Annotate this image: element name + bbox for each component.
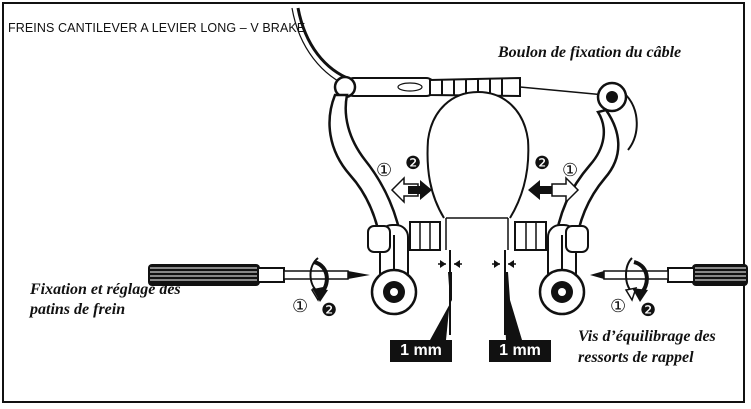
tyre	[426, 90, 530, 250]
marker-left-top-one: ①	[376, 160, 393, 181]
left-screwdriver	[148, 264, 370, 286]
brake-cable	[519, 86, 606, 96]
clearance-label-right: 1 mm	[489, 340, 551, 362]
marker-left-top-two: ❷	[405, 153, 422, 174]
left-outward-arrow	[390, 176, 419, 204]
clearance-label-left: 1 mm	[390, 340, 452, 362]
right-screwdriver	[590, 264, 748, 286]
left-brake-arm	[328, 93, 418, 316]
diagram-title: FREINS CANTILEVER A LEVIER LONG – V BRAK…	[8, 21, 306, 35]
label-cable-fixing-bolt: Boulon de fixation du câble	[498, 44, 682, 61]
cable-housing	[296, 7, 353, 82]
left-clearance-marker	[430, 260, 462, 340]
marker-left-screw-two: ❷	[321, 300, 338, 321]
marker-right-screw-two: ❷	[640, 300, 657, 321]
marker-right-top-one: ①	[562, 160, 579, 181]
marker-left-screw-one: ①	[292, 296, 309, 317]
marker-right-top-two: ❷	[534, 153, 551, 174]
right-brake-pad	[514, 221, 589, 253]
right-brake-arm	[538, 108, 620, 316]
left-inward-arrow	[408, 180, 432, 200]
cable-noodle	[333, 75, 436, 99]
right-clearance-marker	[492, 260, 522, 340]
marker-right-screw-one: ①	[610, 296, 627, 317]
label-pad-fixing: Fixation et réglage des patins de frein	[30, 281, 181, 318]
label-spring-balance-screw: Vis d’équilibrage des ressorts de rappel	[578, 328, 716, 366]
left-brake-pad	[367, 221, 441, 253]
right-outward-arrow	[551, 176, 580, 204]
right-inward-arrow	[528, 180, 552, 200]
cable-fixing-bolt	[596, 81, 638, 151]
